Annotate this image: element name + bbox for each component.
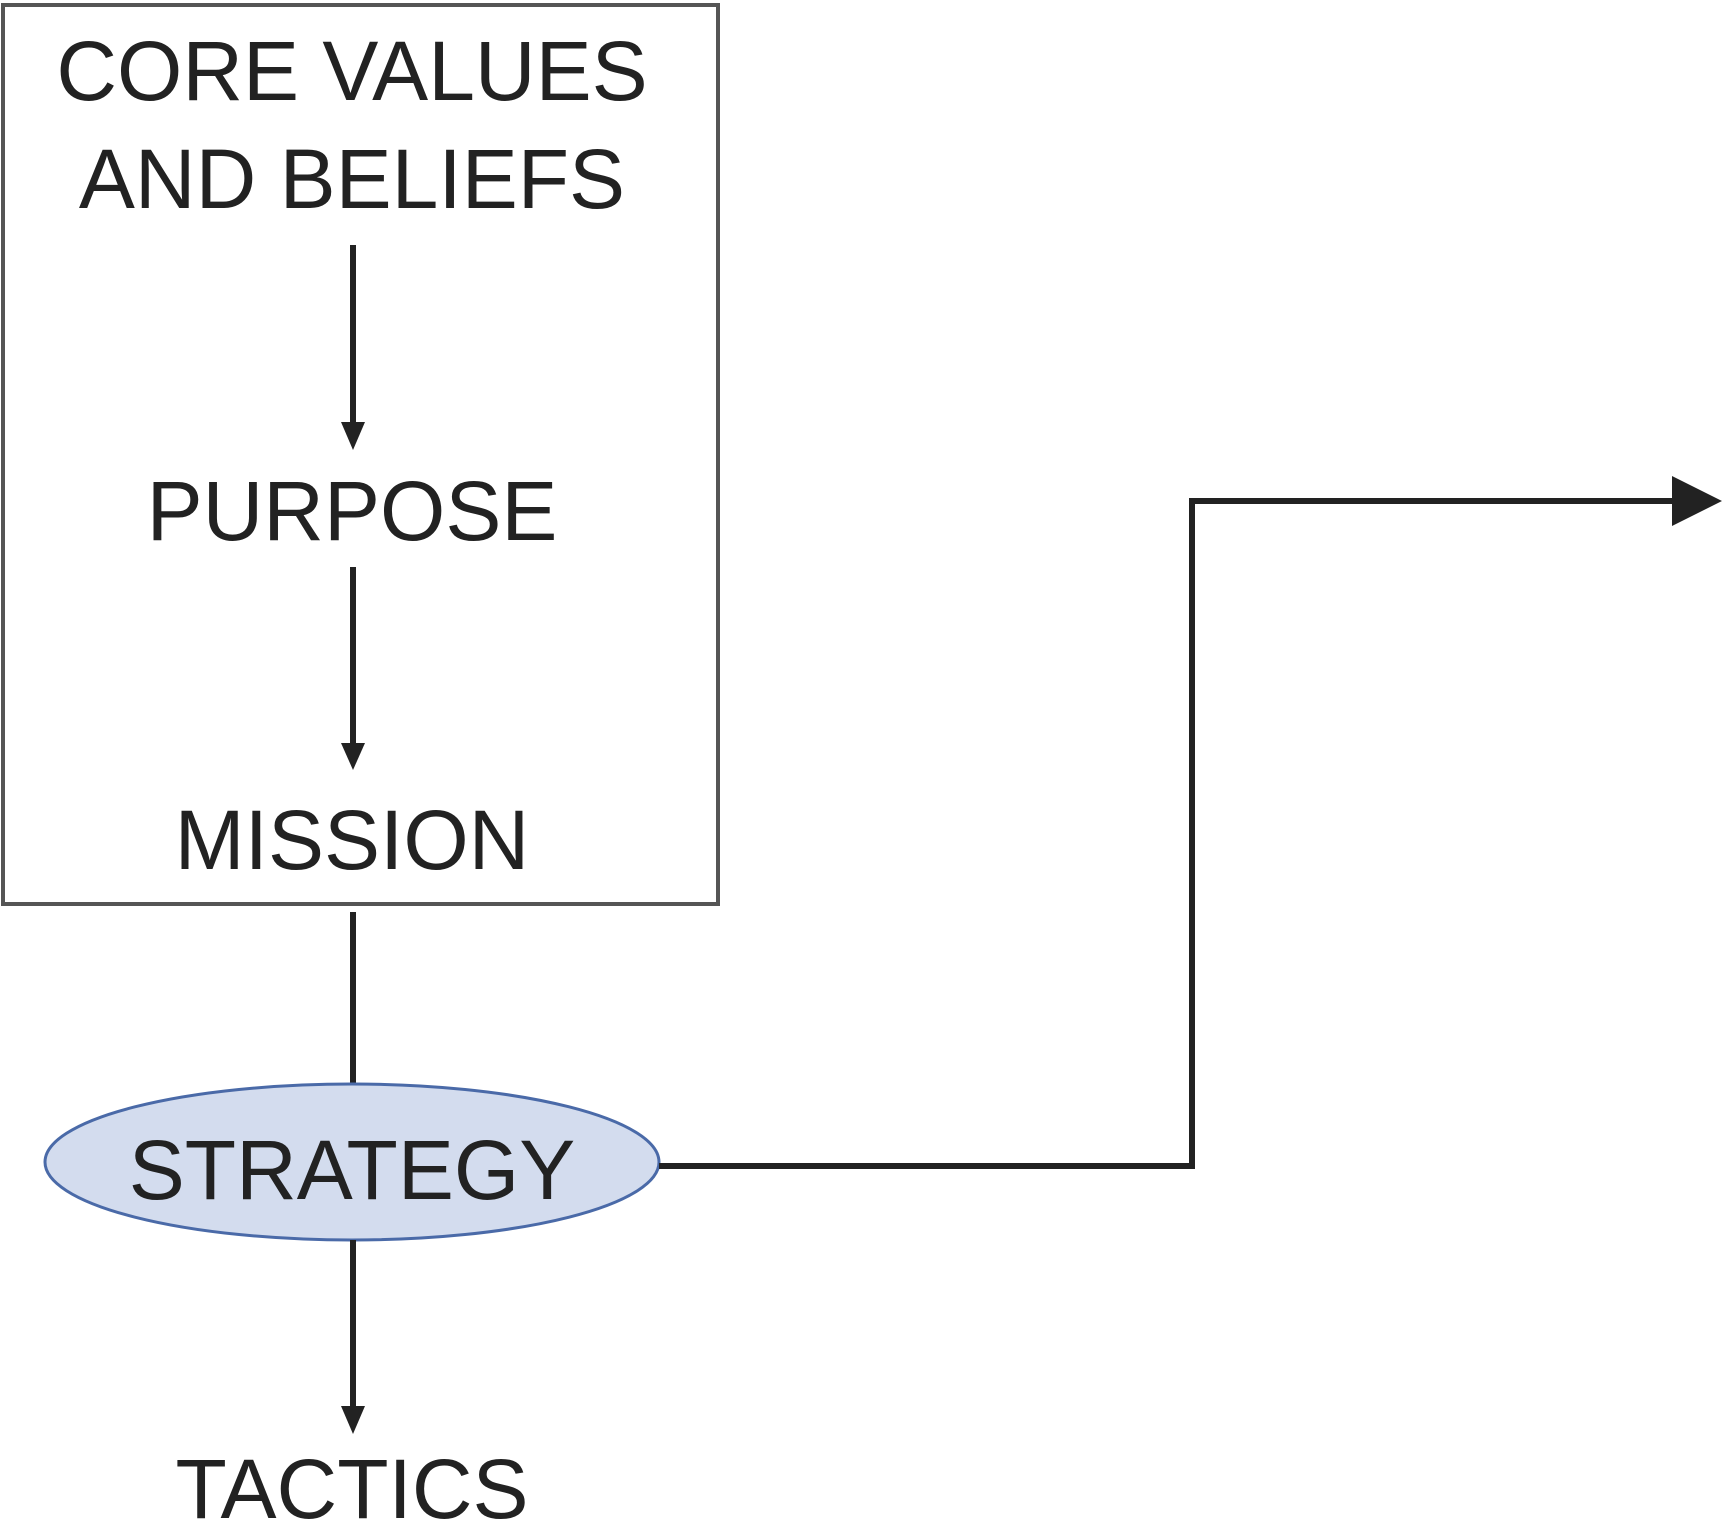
core-values-label-line2: AND BELIEFS xyxy=(79,132,625,226)
core-values-label-line1: CORE VALUES xyxy=(56,24,647,118)
tactics-label: TACTICS xyxy=(175,1442,528,1532)
arrowhead-purpose xyxy=(341,422,365,450)
edge-strategy-to-right xyxy=(659,498,1676,1169)
strategy-label: STRATEGY xyxy=(129,1123,576,1217)
arrowhead-mission xyxy=(341,743,365,770)
mission-label: MISSION xyxy=(175,793,530,887)
foundation-box xyxy=(1,3,720,906)
purpose-label: PURPOSE xyxy=(147,464,558,558)
arrowhead-tactics xyxy=(341,1406,365,1434)
arrowhead-right xyxy=(1672,476,1722,526)
